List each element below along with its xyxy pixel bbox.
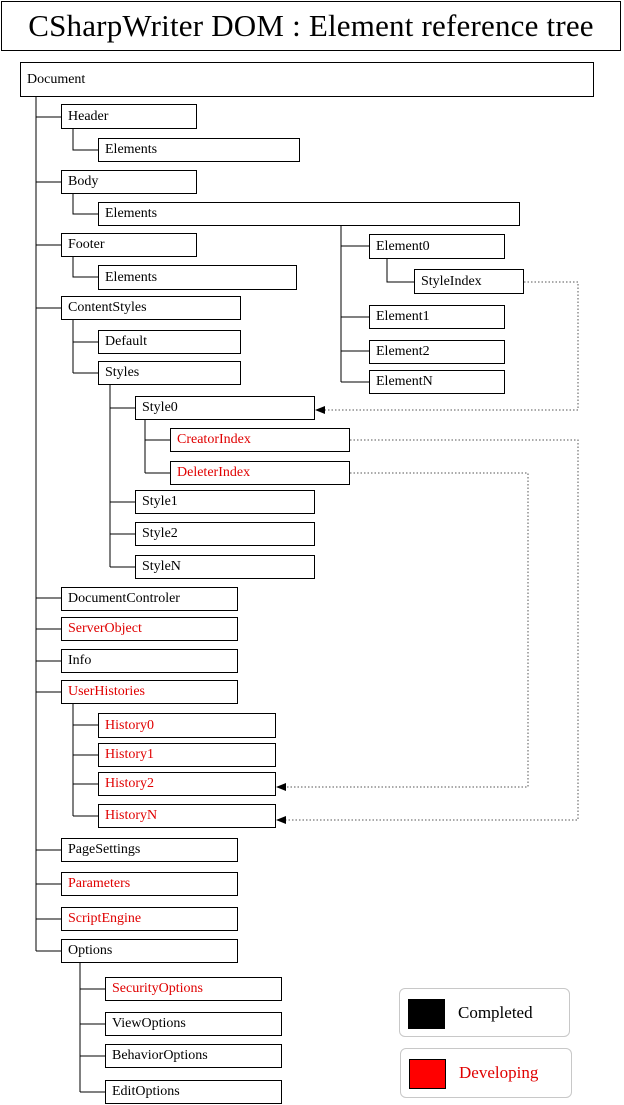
hierarchy-lines: [35, 97, 414, 1093]
developing-label: Developing: [459, 1063, 539, 1082]
node-editoptions[interactable]: EditOptions: [105, 1080, 282, 1104]
node-default[interactable]: Default: [98, 330, 241, 354]
node-document[interactable]: Document: [20, 62, 594, 97]
node-scriptengine[interactable]: ScriptEngine: [61, 907, 238, 931]
node-history1[interactable]: History1: [98, 743, 276, 767]
node-style2[interactable]: Style2: [135, 522, 315, 546]
node-header-elements[interactable]: Elements: [98, 138, 300, 162]
completed-swatch: [408, 999, 445, 1029]
legend-developing: Developing: [400, 1048, 572, 1098]
node-styles[interactable]: Styles: [98, 361, 241, 385]
node-elementn[interactable]: ElementN: [369, 370, 505, 394]
node-deleterindex[interactable]: DeleterIndex: [170, 461, 350, 485]
node-contentstyles[interactable]: ContentStyles: [61, 296, 241, 320]
diagram-title: CSharpWriter DOM : Element reference tre…: [1, 1, 621, 51]
node-securityoptions[interactable]: SecurityOptions: [105, 977, 282, 1001]
node-pagesettings[interactable]: PageSettings: [61, 838, 238, 862]
node-styleindex[interactable]: StyleIndex: [414, 269, 524, 294]
node-serverobject[interactable]: ServerObject: [61, 617, 238, 641]
node-body-elements[interactable]: Elements: [98, 202, 520, 226]
reference-arrows: [276, 281, 579, 824]
node-element0[interactable]: Element0: [369, 234, 505, 259]
node-parameters[interactable]: Parameters: [61, 872, 238, 896]
completed-label: Completed: [458, 1003, 533, 1022]
node-body[interactable]: Body: [61, 170, 197, 194]
node-history0[interactable]: History0: [98, 713, 276, 738]
node-info[interactable]: Info: [61, 649, 238, 673]
node-userhistories[interactable]: UserHistories: [61, 680, 238, 704]
node-documentcontroler[interactable]: DocumentControler: [61, 587, 238, 611]
node-stylen[interactable]: StyleN: [135, 555, 315, 579]
node-history2[interactable]: History2: [98, 772, 276, 796]
node-historyn[interactable]: HistoryN: [98, 804, 276, 828]
developing-swatch: [409, 1059, 446, 1089]
node-footer[interactable]: Footer: [61, 233, 197, 257]
node-element2[interactable]: Element2: [369, 340, 505, 364]
node-viewoptions[interactable]: ViewOptions: [105, 1012, 282, 1036]
legend-completed: Completed: [399, 988, 570, 1037]
node-options[interactable]: Options: [61, 939, 238, 963]
node-style1[interactable]: Style1: [135, 490, 315, 514]
node-creatorindex[interactable]: CreatorIndex: [170, 428, 350, 452]
node-header[interactable]: Header: [61, 104, 197, 129]
node-style0[interactable]: Style0: [135, 396, 315, 420]
node-footer-elements[interactable]: Elements: [98, 265, 297, 290]
node-element1[interactable]: Element1: [369, 305, 505, 329]
node-behavioroptions[interactable]: BehaviorOptions: [105, 1044, 282, 1068]
